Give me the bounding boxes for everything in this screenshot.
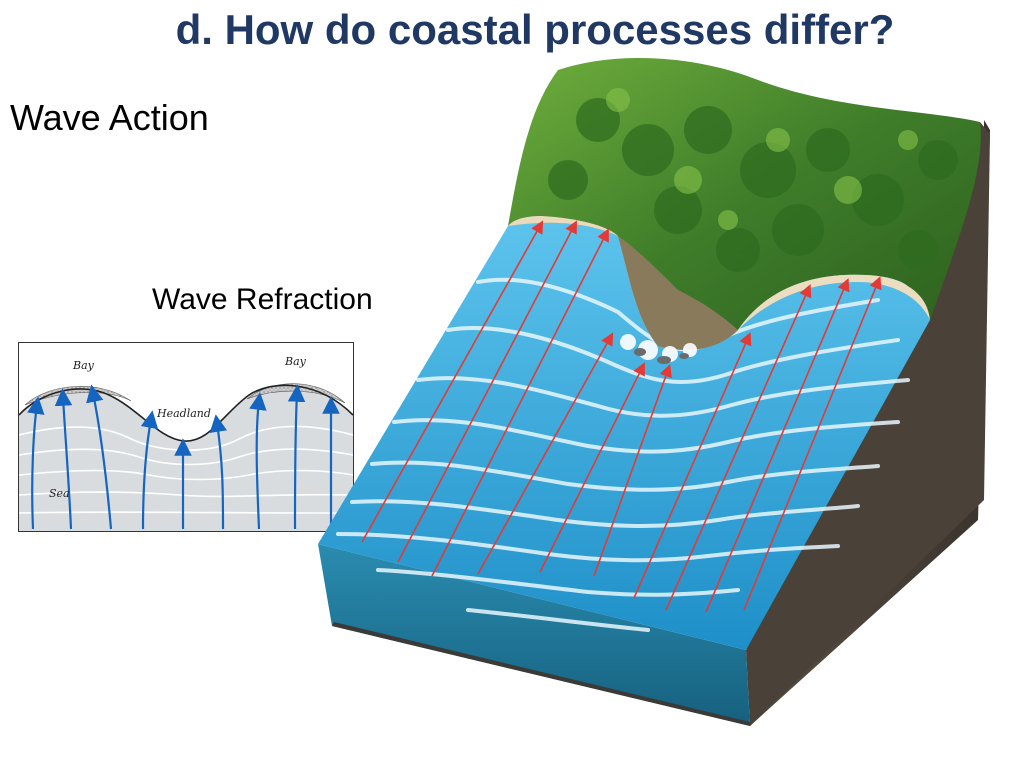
wave-refraction-diagram: Bay Bay Headland Sea <box>18 342 354 532</box>
headland-rocks <box>634 348 689 364</box>
bay-left-label: Bay <box>73 359 94 372</box>
bay-right-label: Bay <box>285 355 306 368</box>
wave-refraction-heading: Wave Refraction <box>152 283 373 316</box>
wave-action-heading: Wave Action <box>10 97 209 138</box>
sea-area <box>19 385 353 531</box>
headland-cliff <box>618 236 738 350</box>
water-front-side <box>318 544 750 726</box>
forest-texture <box>548 98 958 272</box>
land-top <box>508 57 981 350</box>
forest-highlights <box>606 88 918 230</box>
refraction-svg <box>19 383 353 531</box>
wave-crests-block <box>336 277 910 632</box>
wave-rays <box>27 384 340 530</box>
wave-rays-block <box>361 220 882 613</box>
coastal-block-diagram <box>318 50 1008 726</box>
slide-title: d. How do coastal processes differ? <box>175 6 895 53</box>
headland-label: Headland <box>157 407 211 420</box>
block-svg <box>318 57 990 726</box>
sea-label: Sea <box>49 487 70 500</box>
